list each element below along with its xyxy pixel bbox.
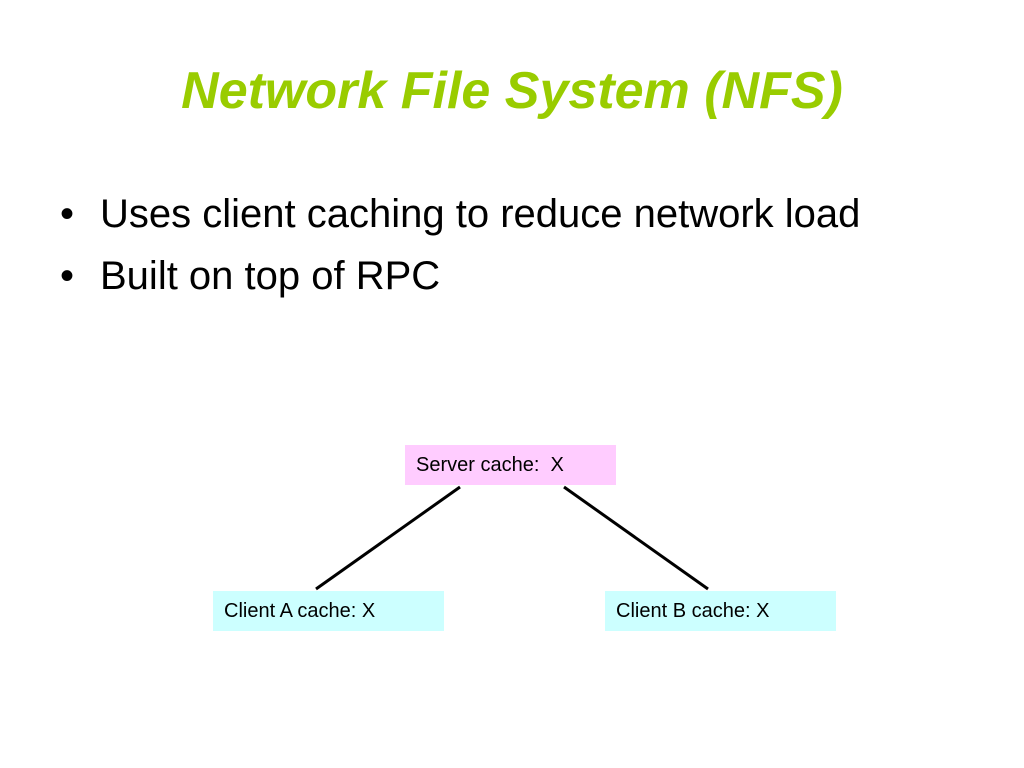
bullet-list: • Uses client caching to reduce network … — [60, 188, 920, 312]
bullet-dot-icon: • — [60, 254, 75, 298]
bullet-text: Uses client caching to reduce network lo… — [100, 192, 861, 236]
client-a-cache-box: Client A cache: X — [213, 591, 444, 631]
bullet-text: Built on top of RPC — [100, 254, 441, 298]
connector-server-to-client-a — [315, 485, 461, 591]
bullet-item: • Uses client caching to reduce network … — [60, 188, 920, 240]
bullet-item: • Built on top of RPC — [60, 250, 920, 302]
slide-title: Network File System (NFS) — [181, 62, 843, 120]
connector-server-to-client-b — [563, 485, 709, 591]
client-b-cache-box: Client B cache: X — [605, 591, 836, 631]
server-cache-box: Server cache: X — [405, 445, 616, 485]
bullet-dot-icon: • — [60, 192, 75, 236]
